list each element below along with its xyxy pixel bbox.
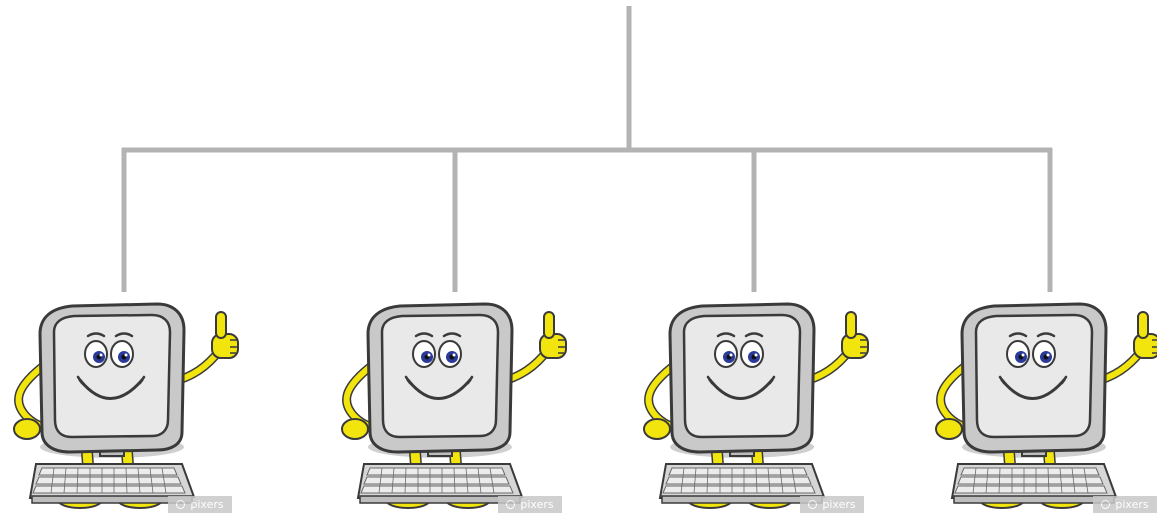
- computer-character-2: [342, 304, 566, 508]
- watermark-text: pixers: [822, 498, 855, 511]
- watermark-3: pixers: [800, 496, 864, 513]
- watermark-logo-icon: [176, 500, 185, 509]
- watermark-text: pixers: [190, 498, 223, 511]
- watermark-logo-icon: [808, 500, 817, 509]
- computer-character-3: [644, 304, 868, 508]
- watermark-1: pixers: [168, 496, 232, 513]
- watermark-2: pixers: [498, 496, 562, 513]
- watermark-text: pixers: [1115, 498, 1148, 511]
- watermark-logo-icon: [506, 500, 515, 509]
- computer-character-4: [936, 304, 1157, 508]
- watermark-4: pixers: [1093, 496, 1157, 513]
- watermark-logo-icon: [1101, 500, 1110, 509]
- watermark-text: pixers: [520, 498, 553, 511]
- computer-character-1: [14, 304, 238, 508]
